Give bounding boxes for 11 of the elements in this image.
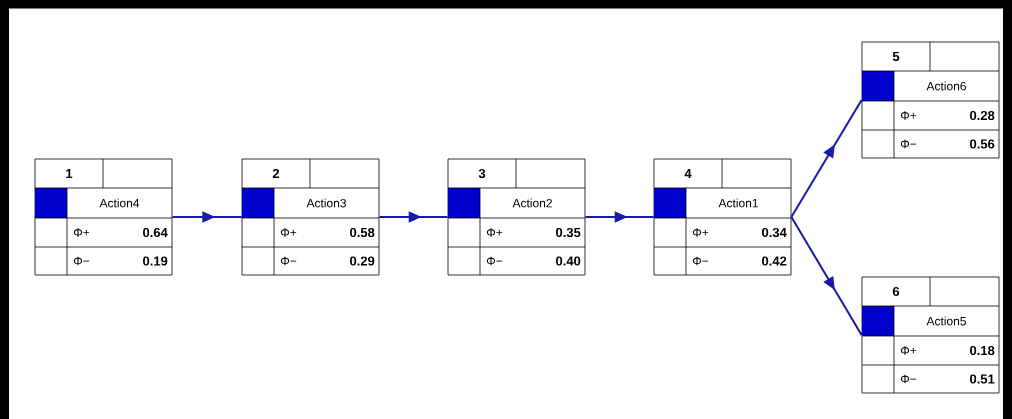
table-node: 1 Action4 Φ+ 0.64 Φ− 0.19 <box>34 158 173 276</box>
table-node: 6 Action5 Φ+ 0.18 Φ− 0.51 <box>861 276 1000 394</box>
table-node: 4 Action1 Φ+ 0.34 Φ− 0.42 <box>653 158 792 276</box>
arrow <box>790 99 863 218</box>
arrow <box>790 216 863 336</box>
arrow <box>378 211 449 223</box>
table-node: 2 Action3 Φ+ 0.58 Φ− 0.29 <box>241 158 380 276</box>
arrow <box>584 211 655 223</box>
arrow <box>171 211 243 223</box>
table-node: 5 Action6 Φ+ 0.28 Φ− 0.56 <box>861 41 1000 159</box>
table-node: 3 Action2 Φ+ 0.35 Φ− 0.40 <box>447 158 586 276</box>
